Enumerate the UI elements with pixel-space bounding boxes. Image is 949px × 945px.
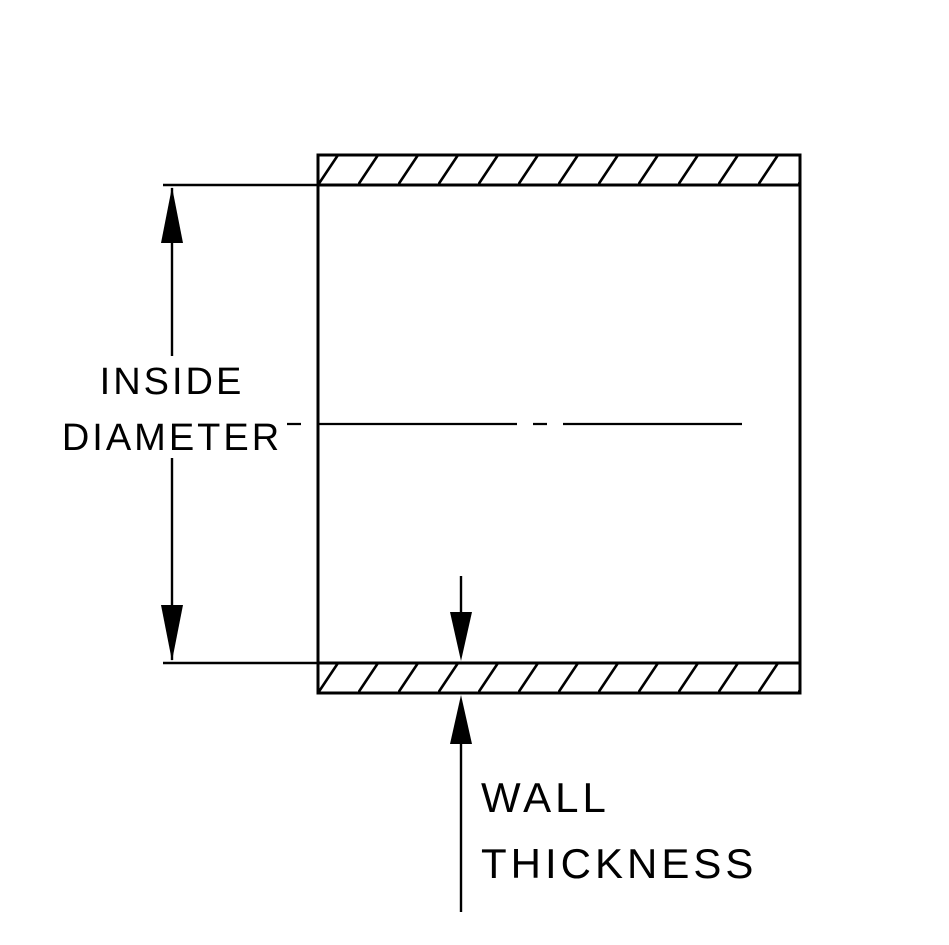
bottom-wall-hatch	[318, 663, 800, 693]
inside-diameter-arrow-up	[161, 187, 183, 243]
top-wall-hatch	[318, 155, 800, 185]
wall-thickness-arrow-up	[450, 695, 472, 744]
inside-diameter-label-line2: DIAMETER	[62, 417, 282, 459]
diagram-arrowheads	[161, 187, 472, 744]
wall-thickness-label-line2: THICKNESS	[481, 840, 757, 887]
wall-thickness-arrow-down	[450, 612, 472, 661]
inside-diameter-arrow-down	[161, 605, 183, 661]
diagram-linework	[163, 153, 802, 912]
inside-diameter-label-line1: INSIDE	[100, 361, 245, 403]
wall-thickness-label-line1: WALL	[481, 774, 610, 821]
